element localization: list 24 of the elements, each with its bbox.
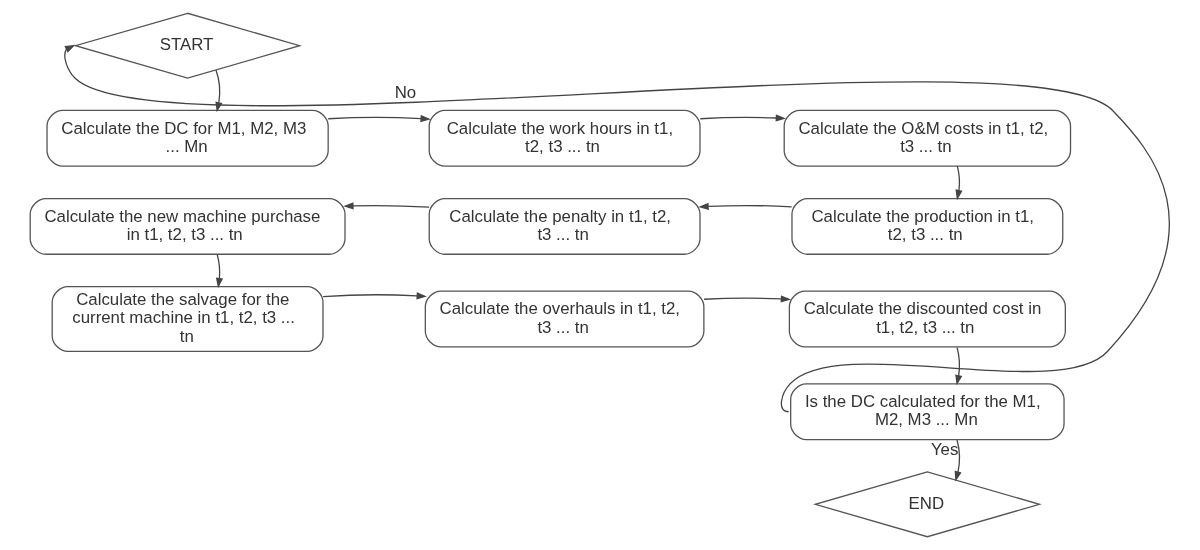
node-diamond: START xyxy=(73,12,302,79)
node-box: Calculate the salvage for the current machine in t1, t2, t3 ... tn xyxy=(51,286,324,353)
node-box: Is the DC calculated for the M1, M2, M3 ... Mn xyxy=(790,383,1065,441)
arrow xyxy=(698,202,793,211)
arrow xyxy=(699,114,787,122)
node-box: Calculate the work hours in t1, t2, t3 ... tn xyxy=(428,109,701,167)
node-box: Calculate the discounted cost in t1, t2, t3 ... tn xyxy=(788,290,1066,348)
node-box: Calculate the DC for M1, M2, M3 ... Mn xyxy=(46,109,329,167)
arrow xyxy=(64,44,1170,413)
arrow xyxy=(327,114,431,123)
node-box: Calculate the penalty in t1, t2, t3 ... tn xyxy=(428,197,701,255)
edge-label: Yes xyxy=(930,440,959,460)
node-box: Calculate the new machine purchase in t1, t2, t3 ... tn xyxy=(29,197,346,255)
arrow xyxy=(703,295,792,303)
arrow xyxy=(215,254,224,289)
arrow xyxy=(954,439,962,482)
node-box: Calculate the production in t1, t2, t3 ... tn xyxy=(791,197,1064,255)
arrow xyxy=(322,292,427,300)
edge-label: No xyxy=(394,82,417,102)
node-box: Calculate the O&M costs in t1, t2, t3 ... tn xyxy=(783,109,1072,167)
arrow xyxy=(343,202,430,210)
arrow xyxy=(955,165,963,201)
node-box: Calculate the overhauls in t1, t2, t3 ... tn xyxy=(424,290,705,348)
arrow xyxy=(955,346,963,386)
